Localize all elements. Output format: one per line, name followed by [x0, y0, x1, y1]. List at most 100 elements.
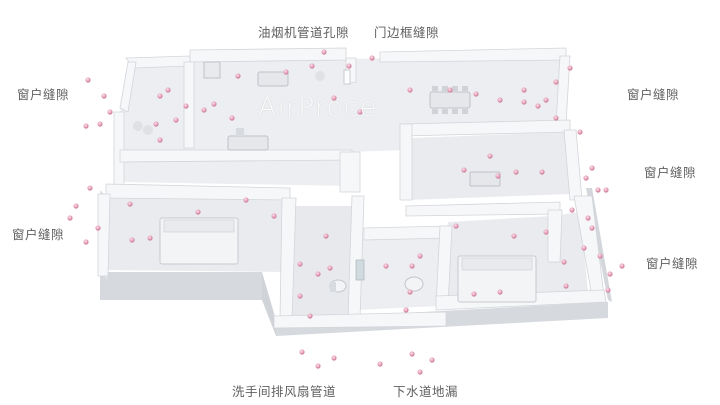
leak-point-dot	[271, 213, 277, 219]
leak-point-dot	[101, 93, 107, 99]
label-window-gap-left-top: 窗户缝隙	[17, 87, 70, 102]
leak-point-dot	[173, 117, 179, 123]
leak-point-dot	[461, 167, 467, 173]
leak-point-dot	[473, 91, 479, 97]
leak-point-dot	[183, 103, 189, 109]
leak-point-dot	[307, 313, 313, 319]
wall-tops	[97, 47, 607, 329]
leak-point-dot	[403, 307, 409, 313]
leak-point-dot	[589, 165, 595, 171]
label-window-gap-right-bottom: 窗户缝隙	[646, 256, 699, 271]
leak-point-dot	[95, 225, 101, 231]
leak-point-dot	[553, 115, 559, 121]
leak-points	[67, 49, 625, 375]
floors	[108, 56, 588, 318]
leak-point-dot	[569, 207, 575, 213]
leak-point-dot	[157, 137, 163, 143]
leak-point-dot	[487, 153, 493, 159]
leak-point-dot	[153, 121, 159, 127]
leak-point-dot	[331, 95, 337, 101]
leak-point-dot	[195, 209, 201, 215]
leak-point-dot	[497, 289, 503, 295]
leak-point-dot	[553, 79, 559, 85]
leak-point-dot	[453, 223, 459, 229]
leak-point-dot	[417, 369, 423, 375]
leak-point-dot	[471, 291, 477, 297]
leak-point-dot	[97, 121, 103, 127]
leak-point-dot	[309, 63, 315, 69]
leak-point-dot	[147, 235, 153, 241]
leak-point-dot	[539, 169, 545, 175]
leak-point-dot	[315, 363, 321, 369]
leak-point-dot	[283, 69, 289, 75]
leak-point-dot	[297, 293, 303, 299]
leak-point-dot	[447, 87, 453, 93]
leak-point-dot	[87, 185, 93, 191]
leak-point-dot	[513, 169, 519, 175]
leak-point-dot	[597, 253, 603, 259]
leak-point-dot	[561, 259, 567, 265]
leak-point-dot	[229, 115, 235, 121]
leak-point-dot	[383, 263, 389, 269]
label-floor-drain: 下水道地漏	[393, 384, 459, 399]
leak-point-dot	[497, 97, 503, 103]
armchair	[257, 71, 289, 87]
leak-point-dot	[299, 349, 305, 355]
leak-point-dot	[619, 263, 625, 269]
leak-point-dot	[165, 87, 171, 93]
fridge	[203, 61, 221, 79]
floor-study	[408, 132, 570, 200]
leak-point-dot	[521, 87, 527, 93]
leak-point-dot	[357, 109, 363, 115]
leak-point-dot	[589, 225, 595, 231]
leak-point-dot	[603, 187, 609, 193]
leak-point-dot	[543, 97, 549, 103]
leak-point-dot	[85, 77, 91, 83]
sofa	[227, 135, 269, 151]
leak-point-dot	[235, 73, 241, 79]
leak-point-dot	[321, 49, 327, 55]
watermark: AirProce	[258, 92, 378, 123]
leak-point-dot	[243, 197, 249, 203]
label-door-frame-gap: 门边框缝隙	[374, 25, 440, 40]
leak-point-dot	[607, 271, 613, 277]
label-window-gap-right-middle: 窗户缝隙	[644, 165, 697, 180]
leak-point-dot	[377, 361, 383, 367]
leak-point-dot	[581, 245, 587, 251]
floor-bathroom	[356, 236, 446, 310]
desk	[469, 171, 501, 187]
leak-point-dot	[73, 203, 79, 209]
leak-point-dot	[409, 351, 415, 357]
leak-point-dot	[83, 239, 89, 245]
leak-point-dot	[595, 187, 601, 193]
label-window-gap-right-top: 窗户缝隙	[627, 87, 680, 102]
leak-point-dot	[369, 55, 375, 61]
furniture	[133, 61, 537, 303]
leak-point-dot	[521, 99, 527, 105]
leak-point-dot	[577, 129, 583, 135]
leak-point-dot	[429, 357, 435, 363]
leak-point-dot	[211, 101, 217, 107]
leak-point-dot	[129, 237, 135, 243]
leak-point-dot	[495, 173, 501, 179]
leak-point-dot	[83, 123, 89, 129]
leak-point-dot	[127, 201, 133, 207]
leak-point-dot	[297, 261, 303, 267]
toilet	[404, 276, 424, 292]
label-window-gap-left-bottom: 窗户缝隙	[12, 227, 65, 242]
leak-point-dot	[107, 109, 113, 115]
leak-point-dot	[409, 263, 415, 269]
leak-point-dot	[407, 87, 413, 93]
leak-point-dot	[346, 63, 352, 69]
leak-point-dot	[563, 283, 569, 289]
dining-table	[429, 91, 471, 109]
leak-point-dot	[567, 65, 573, 71]
leak-point-dot	[157, 93, 163, 99]
leak-point-dot	[331, 355, 337, 361]
leak-point-dot	[417, 253, 423, 259]
leak-point-dot	[511, 233, 517, 239]
leak-point-dot	[67, 215, 73, 221]
leak-point-dot	[323, 233, 329, 239]
